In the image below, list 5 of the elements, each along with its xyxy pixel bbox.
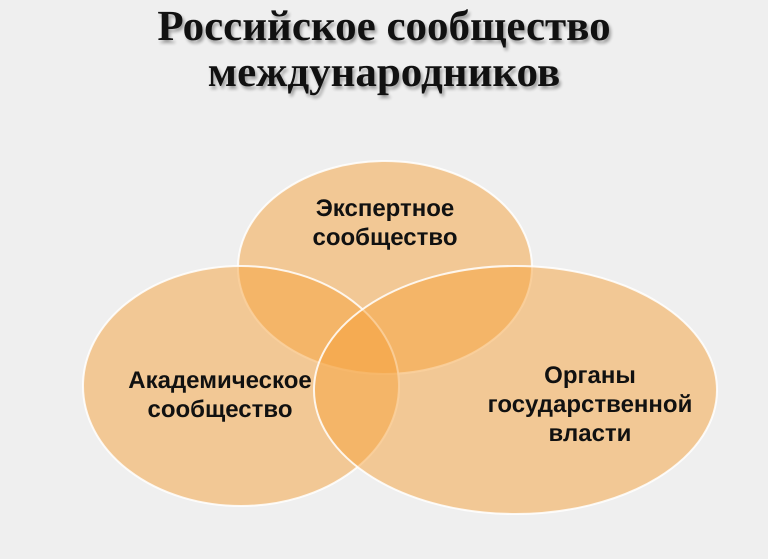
circle-label: Органы государственной власти (486, 361, 694, 448)
circle-label: Экспертное сообщество (312, 194, 458, 252)
title: Российское сообщество международников (156, 4, 612, 96)
venn-ellipse (313, 265, 718, 515)
circle-label: Академическое сообщество (127, 366, 313, 424)
